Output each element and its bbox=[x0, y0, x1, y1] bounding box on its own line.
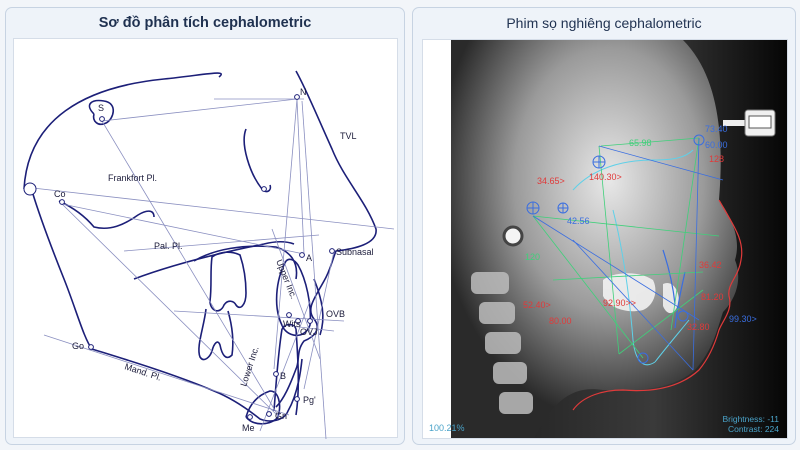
measure-m7: 65.98 bbox=[629, 138, 652, 148]
upper-incisor bbox=[275, 258, 312, 337]
n-b-line bbox=[273, 98, 298, 370]
landmark-a-point bbox=[299, 252, 305, 258]
incisor-trace bbox=[662, 249, 686, 329]
xray-title: Phim sọ nghiêng cephalometric bbox=[506, 15, 702, 31]
label-ovb: OVB bbox=[326, 309, 345, 319]
landmark-go-point bbox=[88, 344, 94, 350]
ramus-inner bbox=[58, 200, 155, 230]
schematic-title: Sơ đồ phân tích cephalometric bbox=[98, 15, 312, 31]
label-frankfort: Frankfort Pl. bbox=[108, 173, 157, 183]
label-go: Go bbox=[72, 341, 84, 351]
xray-image: 34.65> 140.30> 92.90>> 52.40> 99.30> 80.… bbox=[451, 40, 787, 438]
co-gn-line bbox=[61, 203, 280, 418]
landmark-gn-point bbox=[266, 411, 272, 417]
skeletal-trace bbox=[572, 149, 694, 366]
label-me: Me bbox=[242, 423, 255, 433]
landmark-markers bbox=[526, 134, 705, 364]
label-gn: Gn bbox=[275, 411, 287, 421]
ear-rod bbox=[502, 225, 524, 247]
schematic-canvas: S N Co Go Me Gn B A Pg' Subnasal OVB OVJ… bbox=[13, 38, 398, 440]
upper-incisor-root bbox=[313, 278, 324, 336]
occlusal-line bbox=[173, 310, 345, 322]
label-a: A bbox=[306, 253, 312, 263]
wits-point bbox=[286, 312, 292, 318]
cephalometric-diagram: S N Co Go Me Gn B A Pg' Subnasal OVB OVJ… bbox=[23, 70, 395, 440]
label-n: N bbox=[300, 87, 307, 97]
measure-m13: 81.20 bbox=[701, 292, 724, 302]
landmark-s-point bbox=[99, 116, 105, 122]
soft-tissue-trace bbox=[572, 199, 743, 411]
contrast-readout: Contrast: 224 bbox=[727, 424, 779, 434]
ovb-point bbox=[307, 318, 313, 324]
teeth-shadow bbox=[603, 273, 679, 314]
measure-m14: 32.80 bbox=[687, 322, 710, 332]
measure-m5: 99.30> bbox=[729, 314, 757, 324]
subnasal-point bbox=[329, 248, 335, 254]
measure-m15: 120 bbox=[525, 252, 540, 262]
palatal-plane bbox=[123, 234, 320, 252]
nasal-profile bbox=[275, 70, 377, 408]
landmark-co-point bbox=[59, 199, 65, 205]
skull-shadow bbox=[451, 40, 739, 438]
s-gn-line bbox=[101, 120, 280, 418]
label-pg: Pg' bbox=[303, 395, 316, 405]
landmark-b-point bbox=[273, 371, 279, 377]
label-subnasal: Subnasal bbox=[336, 247, 374, 257]
n-a-line bbox=[296, 98, 305, 255]
landmark-n-point bbox=[294, 94, 300, 100]
nasion-holder bbox=[723, 109, 776, 137]
ovb-line bbox=[281, 324, 335, 332]
ovj-point bbox=[295, 318, 301, 324]
label-ovj: OVJ bbox=[300, 327, 318, 337]
brightness-readout: Brightness: -11 bbox=[722, 414, 779, 424]
label-tvl: TVL bbox=[340, 131, 357, 141]
measure-m3: 92.90>> bbox=[603, 298, 636, 308]
xray-panel: Phim sọ nghiêng cephalometric bbox=[412, 7, 796, 445]
skull-outline bbox=[23, 72, 222, 190]
orbit-outline bbox=[243, 128, 272, 193]
palate-outline bbox=[193, 245, 298, 280]
label-palatal: Pal. Pl. bbox=[154, 241, 183, 251]
cervical-spine bbox=[471, 272, 533, 414]
sella-turcica bbox=[88, 99, 115, 126]
landmark-me-point bbox=[247, 414, 253, 420]
measure-m4: 52.40> bbox=[523, 300, 551, 310]
measure-m12: 36.42 bbox=[699, 260, 722, 270]
e-line bbox=[303, 250, 335, 390]
lower-incisor bbox=[273, 323, 300, 416]
label-s: S bbox=[98, 103, 104, 113]
green-analysis-lines bbox=[532, 137, 720, 359]
xray-viewport[interactable]: 34.65> 140.30> 92.90>> 52.40> 99.30> 80.… bbox=[422, 39, 788, 439]
schematic-panel: Sơ đồ phân tích cephalometric bbox=[5, 7, 405, 445]
measure-m10: 60.00 bbox=[705, 140, 728, 150]
mandible-outline bbox=[31, 190, 303, 422]
upper-inc-axis bbox=[271, 228, 321, 360]
porion-circle bbox=[23, 182, 37, 196]
label-b: B bbox=[280, 371, 286, 381]
measure-m1: 34.65> bbox=[537, 176, 565, 186]
measure-m2: 140.30> bbox=[589, 172, 622, 182]
label-co: Co bbox=[54, 189, 66, 199]
co-a-line bbox=[61, 203, 305, 255]
measure-m9: 73.40 bbox=[705, 124, 728, 134]
molar-outline bbox=[209, 251, 247, 312]
blue-analysis-lines bbox=[532, 137, 724, 371]
label-wits: Wits bbox=[283, 319, 301, 329]
lower-inc-axis bbox=[259, 300, 311, 432]
zoom-readout: 100.21% bbox=[429, 423, 465, 433]
mandibular-plane bbox=[43, 334, 290, 416]
measure-m11: 128 bbox=[709, 154, 724, 164]
frankfort-plane bbox=[23, 186, 395, 230]
tvl-line bbox=[301, 100, 327, 440]
measure-m6: 80.00 bbox=[549, 316, 572, 326]
measure-m8: 42.56 bbox=[567, 216, 590, 226]
lower-molar-outline bbox=[198, 308, 234, 361]
landmark-pg-point bbox=[294, 396, 300, 402]
s-n-line bbox=[101, 98, 298, 122]
orbitale-point bbox=[261, 186, 267, 192]
